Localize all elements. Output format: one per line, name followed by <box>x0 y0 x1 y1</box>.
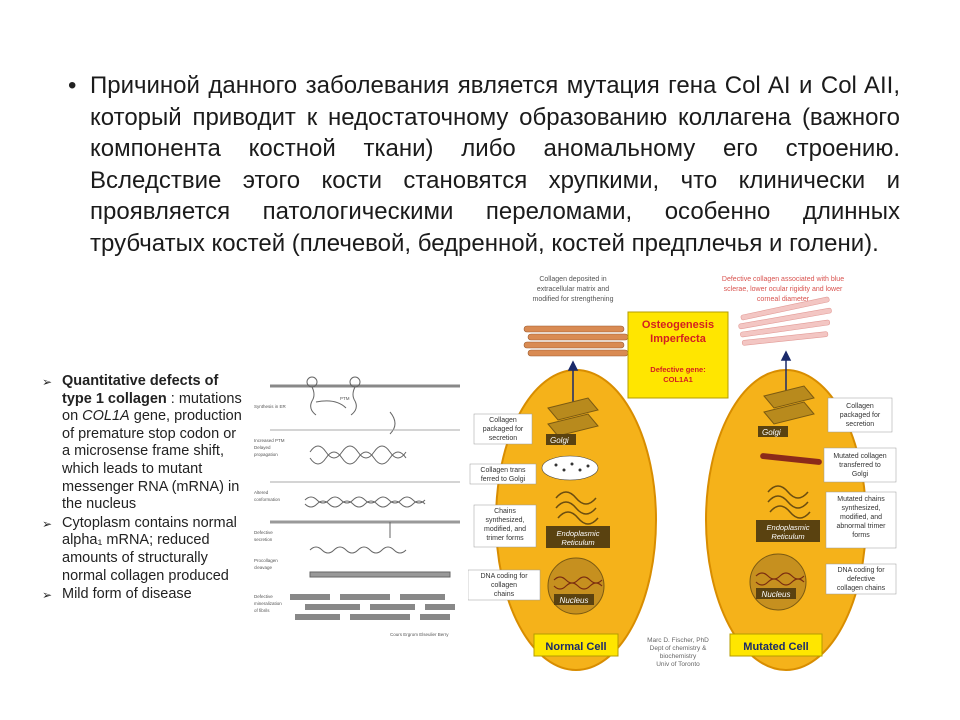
item-1-bold: Quantitative defects of type 1 collagen <box>62 373 219 407</box>
pathway-label-3: Increased PTM <box>254 438 285 443</box>
item-1-gene: COL1A <box>82 408 130 425</box>
right-label-4c: collagen chains <box>837 585 886 592</box>
normal-golgi <box>547 397 599 437</box>
oi-defective-gene-1: Defective gene: <box>650 365 705 374</box>
pathway-label-6: Altered <box>254 490 269 495</box>
left-label-3c: modified, and <box>484 526 526 533</box>
normal-er-label-1: Endoplasmic <box>557 529 600 538</box>
item-1-text-b: gene, production of premature stop codon… <box>62 408 242 513</box>
top-right-caption-3: corneal diameter <box>757 296 810 303</box>
left-label-3b: synthesized, <box>486 517 525 524</box>
mutated-cell-label: Mutated Cell <box>743 641 808 653</box>
right-label-1a: Collagen <box>846 403 874 410</box>
top-left-caption-1: Collagen deposited in <box>539 276 606 283</box>
right-label-3e: forms <box>852 532 870 539</box>
bullet-marker: • <box>68 72 77 99</box>
left-label-2a: Collagen trans <box>480 467 526 474</box>
normal-nucleus-label: Nucleus <box>560 596 589 605</box>
pathway-label-13: mineralization <box>254 601 282 606</box>
mutated-golgi <box>763 385 815 425</box>
normal-nucleus <box>547 557 605 615</box>
normal-er <box>555 491 599 525</box>
author-credit-2: Dept of chemistry & <box>650 645 707 652</box>
right-label-3c: modified, and <box>840 514 882 521</box>
author-credit-1: Marc D. Fischer, PhD <box>647 637 709 644</box>
item-2-text: Cytoplasm contains normal alpha₁ mRNA; r… <box>62 514 237 584</box>
oi-title-2: Imperfecta <box>650 333 707 345</box>
left-panel-item-3: ➢ Mild form of disease <box>42 586 242 604</box>
author-credit-3: biochemistry <box>660 653 697 660</box>
pathway-label-7: conformation <box>254 497 281 502</box>
pathway-label-2: PTM <box>340 396 350 401</box>
mutated-golgi-label: Golgi <box>762 428 781 437</box>
right-label-4b: defective <box>847 576 875 583</box>
main-paragraph: Причиной данного заболевания является му… <box>90 72 900 257</box>
top-left-caption-3: modified for strengthening <box>533 296 614 303</box>
mutated-er <box>767 485 811 519</box>
pathway-credit: Cours Ergrom Elseulier Berry <box>390 632 449 637</box>
pathway-label-14: of fibrils <box>254 608 270 613</box>
mutated-nucleus <box>749 553 807 611</box>
arrow-bullet-icon: ➢ <box>42 375 53 389</box>
author-credit-4: Univ of Toronto <box>656 661 700 668</box>
oi-defective-gene-2: COL1A1 <box>663 375 693 384</box>
pathway-label-8: Defective <box>254 530 273 535</box>
mutated-nucleus-label: Nucleus <box>762 590 791 599</box>
left-label-2b: ferred to Golgi <box>481 476 526 483</box>
item-1-text-a: : mutations on <box>62 390 242 425</box>
arrow-bullet-icon: ➢ <box>42 516 53 531</box>
left-label-1c: secretion <box>489 435 518 442</box>
right-label-4a: DNA coding for <box>837 567 885 574</box>
right-label-3a: Mutated chains <box>837 496 885 503</box>
oi-title-box <box>627 311 729 399</box>
right-label-1b: packaged for <box>840 412 881 419</box>
normal-golgi-label: Golgi <box>550 436 569 445</box>
right-label-2a: Mutated collagen <box>833 453 886 460</box>
normal-cell-label: Normal Cell <box>545 641 606 653</box>
pathway-label-1: Synthesis in ER <box>254 404 287 409</box>
pathway-label-5: propagation <box>254 452 278 457</box>
item-3-text: Mild form of disease <box>62 586 192 603</box>
left-label-4c: chains <box>494 591 515 598</box>
pathway-label-12: Defective <box>254 594 273 599</box>
defective-collagen-fibers <box>738 296 832 346</box>
left-label-3a: Chains <box>494 508 516 515</box>
left-panel-item-2: ➢ Cytoplasm contains normal alpha₁ mRNA;… <box>42 515 242 585</box>
osteogenesis-imperfecta-diagram: Collagen deposited in extracellular matr… <box>468 276 897 671</box>
left-label-3d: trimer forms <box>486 535 524 542</box>
right-label-2c: Golgi <box>852 471 869 478</box>
pathway-label-11: cleavage <box>254 565 273 570</box>
top-left-caption-2: extracellular matrix and <box>537 286 609 293</box>
right-label-1c: secretion <box>846 421 875 428</box>
pathway-label-10: Procollagen <box>254 558 278 563</box>
top-right-caption-1: Defective collagen associated with blue <box>722 276 844 283</box>
right-label-3b: synthesized, <box>842 505 881 512</box>
normal-collagen-fibers <box>523 325 629 357</box>
left-panel: ➢ Quantitative defects of type 1 collage… <box>42 373 242 605</box>
left-label-1a: Collagen <box>489 417 517 424</box>
left-label-4b: collagen <box>491 582 517 589</box>
pathway-label-4: Delayed <box>254 445 271 450</box>
left-label-1b: packaged for <box>483 426 524 433</box>
arrow-bullet-icon: ➢ <box>42 588 53 603</box>
right-label-2b: transferred to <box>839 462 881 469</box>
mutated-er-label-2: Reticulum <box>771 532 804 541</box>
normal-er-label-2: Reticulum <box>561 538 594 547</box>
collagen-vesicles <box>541 455 599 481</box>
left-label-4a: DNA coding for <box>480 573 528 580</box>
collagen-pathway-diagram: Synthesis in ER PTM Increased PTM Delaye… <box>254 376 460 637</box>
top-right-caption-2: sclerae, lower ocular rigidity and lower <box>724 286 843 293</box>
right-label-3d: abnormal trimer <box>836 523 886 530</box>
mutated-er-label-1: Endoplasmic <box>767 523 810 532</box>
left-panel-item-1: ➢ Quantitative defects of type 1 collage… <box>42 373 242 514</box>
pathway-label-9: secretion <box>254 537 273 542</box>
oi-title-1: Osteogenesis <box>642 319 714 331</box>
mutated-collagen-strand <box>760 453 822 465</box>
